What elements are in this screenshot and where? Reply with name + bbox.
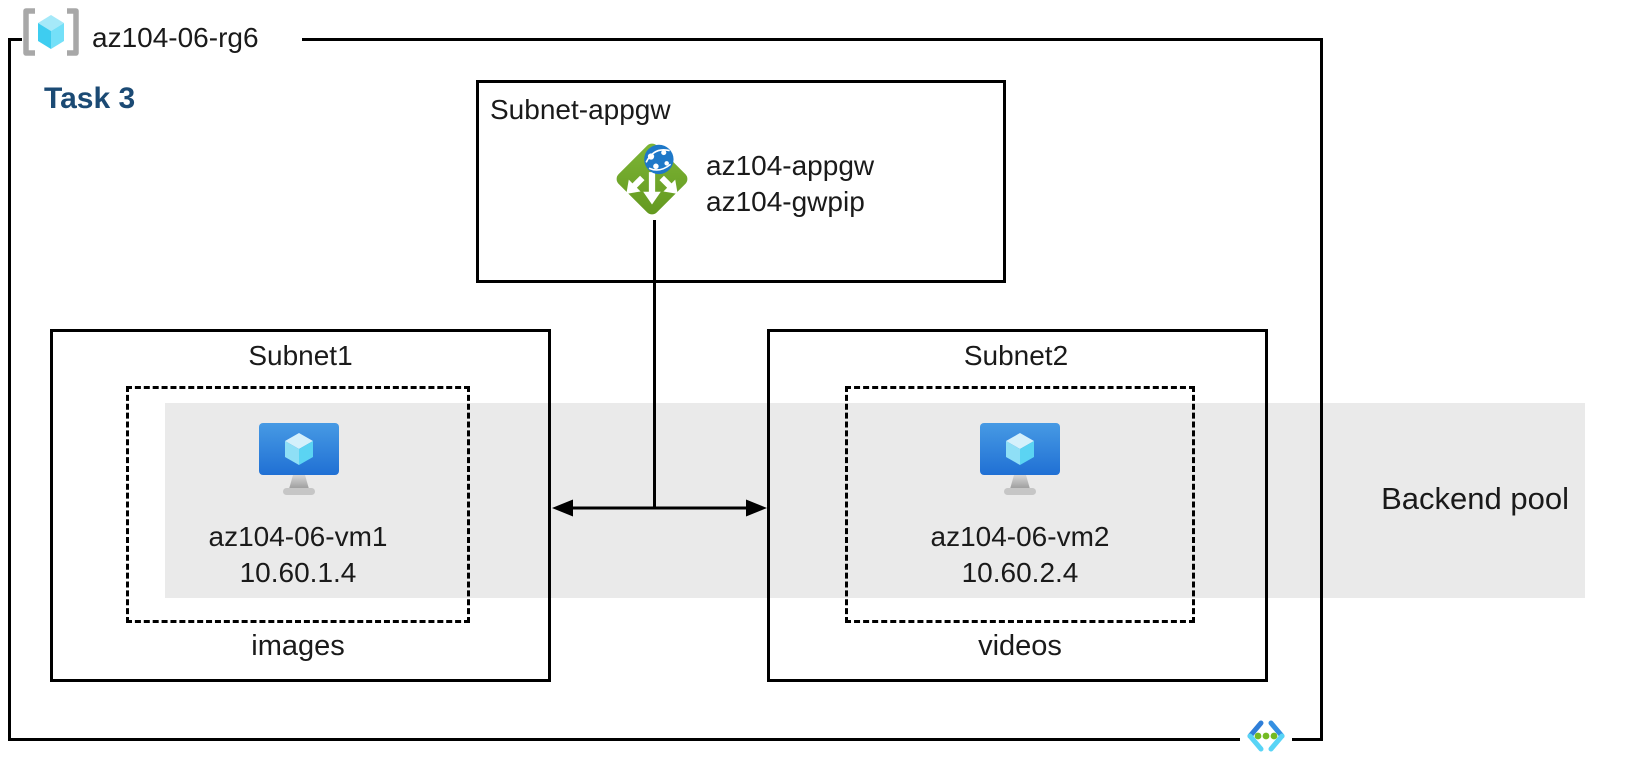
subnet2-box <box>767 329 1268 682</box>
resource-group-border-gap <box>22 33 302 46</box>
vm-name-label: az104-06-vm1 <box>208 521 388 552</box>
chevron-right-top <box>1268 720 1285 739</box>
task-label: Task 3 <box>44 82 136 115</box>
arrow-down-left-icon <box>626 175 645 194</box>
cube-left-face <box>285 441 299 465</box>
dot <box>1254 732 1262 740</box>
subnet2-vm-group-box <box>845 386 1195 623</box>
subnet1-title: Subnet1 <box>248 340 353 371</box>
gateway-public-ip-label: az104-gwpip <box>706 186 865 217</box>
monitor-base <box>1004 488 1036 495</box>
vm-ip-label: 10.60.2.4 <box>961 557 1079 588</box>
globe-node <box>647 153 655 160</box>
cube-left-face <box>38 23 51 49</box>
arrow-down-icon <box>643 172 661 205</box>
arrow-down-right-icon <box>659 175 678 194</box>
cube-left-face <box>1006 441 1020 465</box>
gateway-subnet-title: Subnet-appgw <box>490 94 671 125</box>
cube-right-face <box>1020 441 1034 465</box>
chevron-left-bottom <box>1247 733 1264 752</box>
virtual-machine-icon <box>259 423 339 495</box>
gateway-name-label: az104-appgw <box>706 150 875 181</box>
chevron-right-bottom <box>1268 733 1285 752</box>
cube-right-face <box>51 23 64 49</box>
bracket-right-icon <box>67 8 79 56</box>
backend-pool-label: Backend pool <box>1381 480 1569 516</box>
monitor-stand <box>289 475 309 489</box>
subnet1-vm-group-box <box>126 386 470 623</box>
application-gateway-icon <box>616 143 688 215</box>
globe-node <box>664 161 669 166</box>
cube-right-face <box>299 441 313 465</box>
chevron-left-top <box>1247 720 1264 739</box>
vm-name-label: az104-06-vm2 <box>930 521 1110 552</box>
dot <box>1262 732 1270 740</box>
subnet2-container-label: videos <box>978 630 1062 662</box>
gateway-subnet-box <box>476 80 1006 283</box>
vm-ip-label: 10.60.1.4 <box>239 557 357 588</box>
dot <box>1270 732 1278 740</box>
globe-arc <box>645 149 670 163</box>
resource-group-box <box>8 38 1323 741</box>
globe-node <box>661 150 667 156</box>
monitor-stand <box>1010 475 1030 489</box>
globe-arc <box>648 163 672 171</box>
globe-node <box>653 163 659 170</box>
subnet2-title: Subnet2 <box>963 340 1069 371</box>
bracket-left-icon <box>23 8 35 56</box>
backend-pool-band: Backend pool <box>165 403 1585 598</box>
virtual-machine-icon <box>980 423 1060 495</box>
subnet1-container-label: images <box>251 630 345 662</box>
resource-group-label: az104-06-rg6 <box>92 22 259 53</box>
monitor-base <box>283 488 315 495</box>
subnet1-box <box>50 329 551 682</box>
virtual-network-icon <box>1240 715 1292 758</box>
resource-group-icon <box>23 8 79 56</box>
